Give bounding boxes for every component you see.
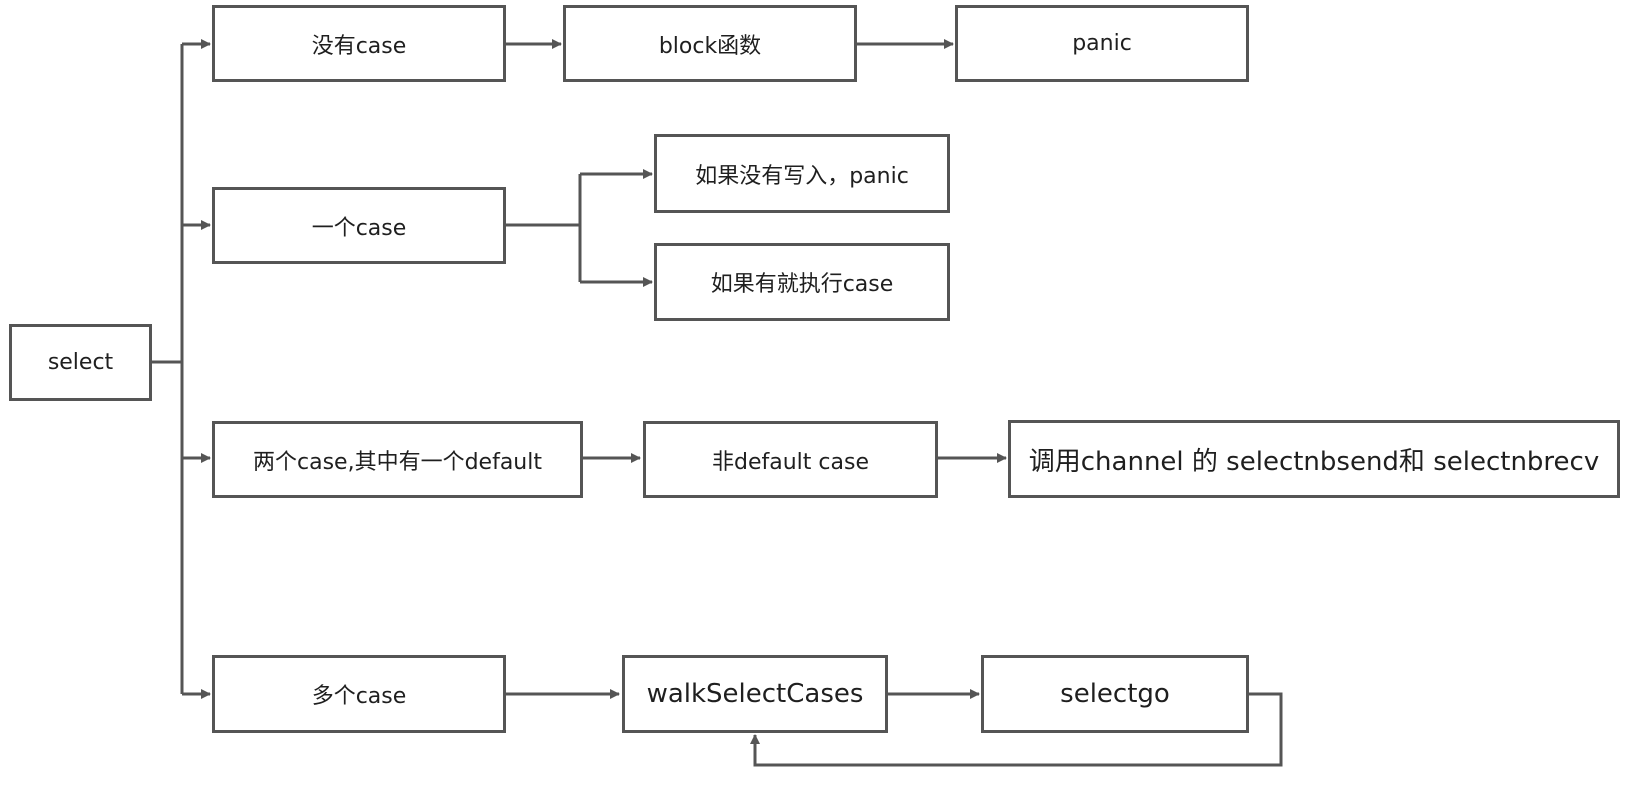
node-if-no-write: 如果没有写入，panic <box>654 134 950 213</box>
node-non-default: 非default case <box>643 421 938 498</box>
node-two-case: 两个case,其中有一个default <box>212 421 583 498</box>
node-multi-case: 多个case <box>212 655 506 733</box>
node-block-func: block函数 <box>563 5 857 82</box>
node-call-channel: 调用channel 的 selectnbsend和 selectnbrecv <box>1008 420 1620 498</box>
node-if-exec: 如果有就执行case <box>654 243 950 321</box>
node-select: select <box>9 324 152 401</box>
node-panic: panic <box>955 5 1249 82</box>
node-selectgo: selectgo <box>981 655 1249 733</box>
edge-selectgo-loop <box>750 692 1283 767</box>
node-walk-select-cases: walkSelectCases <box>622 655 888 733</box>
node-no-case: 没有case <box>212 5 506 82</box>
node-one-case: 一个case <box>212 187 506 264</box>
